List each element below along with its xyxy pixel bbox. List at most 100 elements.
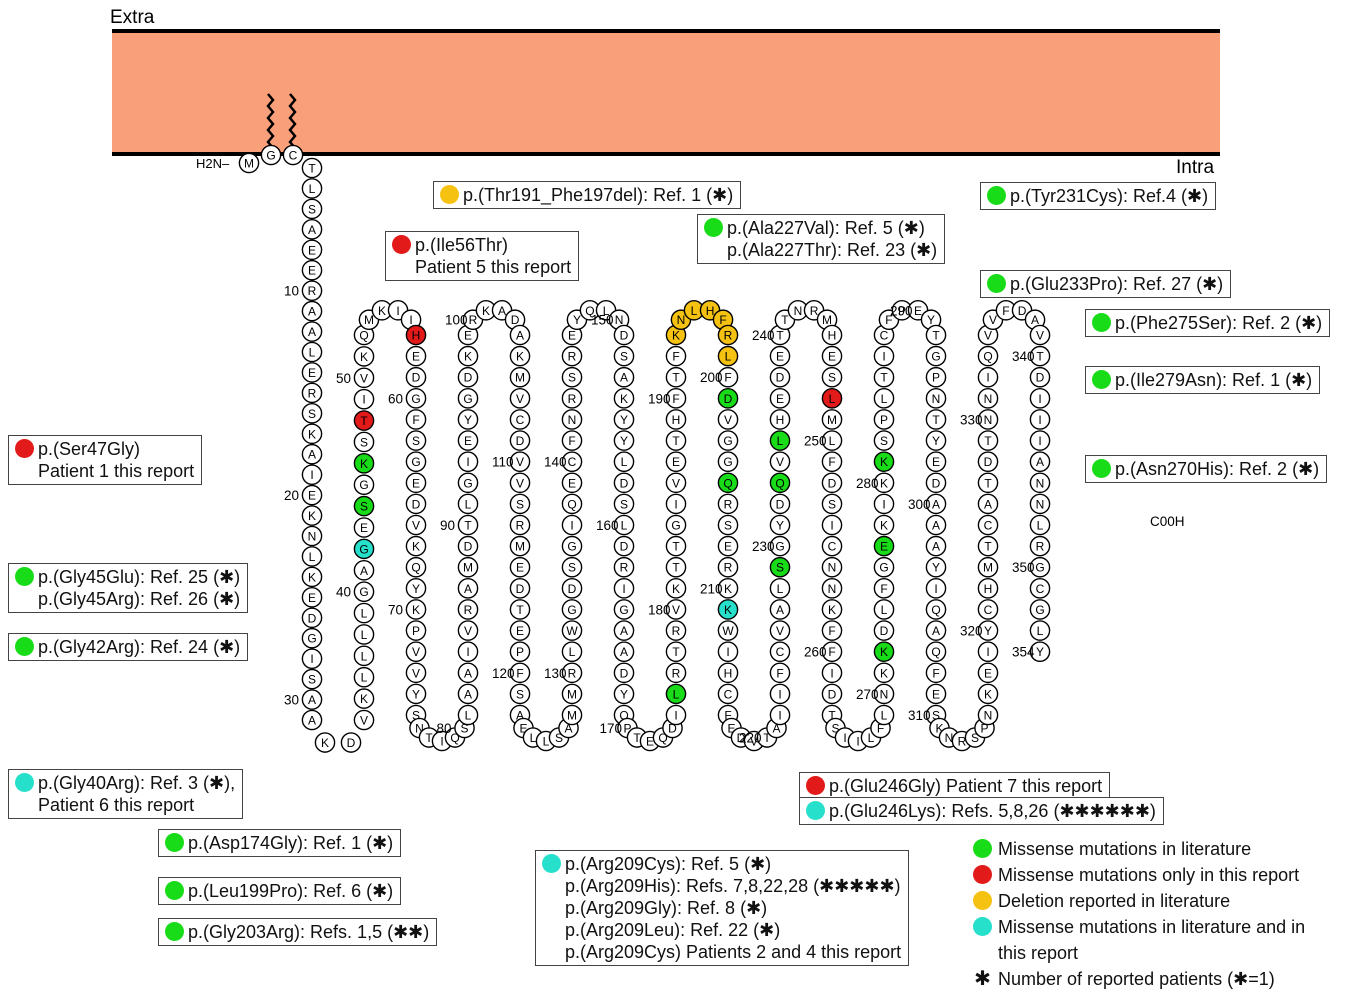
residue-letter: A bbox=[464, 582, 472, 596]
residue-60 bbox=[405, 388, 427, 409]
callout-line: p.(Gly203Arg): Refs. 1,5 (✱✱) bbox=[165, 921, 429, 943]
callout-line: p.(Ala227Val): Ref. 5 (✱) bbox=[704, 217, 937, 239]
residue-301 bbox=[925, 514, 947, 536]
callout-c2: p.(Ala227Val): Ref. 5 (✱)p.(Ala227Thr): … bbox=[697, 214, 946, 264]
residue-letter: A bbox=[932, 497, 940, 511]
residue-letter: R bbox=[672, 666, 681, 680]
residue-13 bbox=[301, 341, 323, 363]
residue-letter: W bbox=[566, 624, 578, 638]
position-label-220: 220 bbox=[739, 731, 762, 746]
residue-letter: L bbox=[881, 709, 888, 723]
residue-326 bbox=[977, 493, 999, 515]
residue-236 bbox=[769, 409, 791, 430]
position-label-330: 330 bbox=[960, 412, 983, 427]
green-dot-icon bbox=[987, 274, 1006, 293]
residue-33 bbox=[340, 732, 362, 753]
residue-346 bbox=[1029, 472, 1051, 494]
yellow-dot-icon bbox=[973, 891, 992, 910]
residue-204 bbox=[717, 451, 739, 472]
residue-184 bbox=[665, 514, 687, 536]
residue-letter: N bbox=[794, 304, 803, 318]
position-label-130: 130 bbox=[544, 666, 567, 681]
callout-text: p.(Ala227Thr): Ref. 23 (✱) bbox=[727, 240, 938, 260]
residue-letter: K bbox=[516, 350, 524, 364]
residue-letter: E bbox=[516, 624, 524, 638]
residue-letter: A bbox=[360, 564, 368, 578]
residue-letter: I bbox=[440, 735, 443, 749]
residue-letter: T bbox=[776, 329, 784, 343]
residue-137 bbox=[561, 514, 583, 536]
residue-letter: P bbox=[981, 722, 989, 736]
residue-161 bbox=[613, 535, 635, 557]
residue-98 bbox=[457, 345, 479, 367]
residue-27 bbox=[301, 627, 323, 649]
residue-letter: F bbox=[672, 350, 679, 364]
residue-letter: V bbox=[360, 371, 368, 385]
residue-letter: S bbox=[724, 519, 732, 533]
residue-letter: A bbox=[984, 497, 992, 511]
residue-347 bbox=[1029, 493, 1051, 515]
residue-164 bbox=[613, 599, 635, 620]
residue-letter: F bbox=[724, 709, 731, 723]
residue-85 bbox=[457, 620, 479, 641]
membrane-band bbox=[112, 31, 1220, 154]
residue-168 bbox=[613, 683, 635, 705]
callout-c10: p.(Gly45Glu): Ref. 25 (✱)p.(Gly45Arg): R… bbox=[8, 563, 249, 613]
residue-109 bbox=[509, 430, 531, 451]
residue-letter: A bbox=[620, 645, 628, 659]
red-dot-icon bbox=[806, 776, 825, 795]
residue-letter: Y bbox=[932, 561, 940, 575]
residue-letter: V bbox=[984, 329, 992, 343]
residue-letter: E bbox=[308, 489, 316, 503]
position-label-10: 10 bbox=[284, 284, 299, 299]
cyan-dot-icon bbox=[806, 801, 825, 820]
residue-152 bbox=[613, 345, 635, 367]
residue-66 bbox=[405, 514, 427, 536]
residue-letter: T bbox=[932, 413, 940, 427]
legend-label: Missense mutations in literature bbox=[998, 839, 1252, 859]
residue-228 bbox=[769, 578, 791, 599]
residue-letter: K bbox=[880, 519, 888, 533]
residue-277 bbox=[873, 535, 895, 557]
residue-17 bbox=[301, 423, 323, 445]
residue-276 bbox=[873, 556, 895, 578]
callout-line: p.(Arg209Leu): Ref. 22 (✱) bbox=[542, 919, 901, 941]
callout-c5: p.(Glu233Pro): Ref. 27 (✱) bbox=[980, 270, 1232, 298]
residue-322 bbox=[977, 578, 999, 599]
residue-206 bbox=[717, 493, 739, 515]
residue-84 bbox=[457, 641, 479, 662]
residue-letter: A bbox=[308, 714, 316, 728]
residue-letter: A bbox=[776, 603, 784, 617]
residue-269 bbox=[873, 704, 895, 726]
residue-letter: I bbox=[882, 350, 885, 364]
residue-97 bbox=[457, 366, 479, 388]
residue-68 bbox=[405, 556, 427, 578]
position-label-160: 160 bbox=[596, 518, 619, 533]
residue-156 bbox=[613, 430, 635, 451]
residue-letter: V bbox=[776, 455, 784, 469]
residue-letter: D bbox=[620, 476, 629, 490]
residue-187 bbox=[665, 451, 687, 472]
residue-letter: D bbox=[776, 497, 785, 511]
residue-letter: I bbox=[1038, 392, 1041, 406]
residue-324 bbox=[977, 535, 999, 557]
residue-letter: S bbox=[360, 435, 368, 449]
callout-line: p.(Asp174Gly): Ref. 1 (✱) bbox=[165, 832, 393, 854]
residue-letter: M bbox=[463, 561, 473, 575]
residue-letter: E bbox=[308, 591, 316, 605]
residue-letter: D bbox=[880, 624, 889, 638]
residue-letter: T bbox=[672, 434, 680, 448]
residue-323 bbox=[977, 556, 999, 578]
residue-94 bbox=[457, 430, 479, 451]
residue-letter: E bbox=[776, 392, 784, 406]
residue-letter: G bbox=[567, 540, 576, 554]
residue-318 bbox=[977, 662, 999, 684]
residue-12 bbox=[301, 321, 323, 342]
residue-letter: M bbox=[827, 413, 837, 427]
residue-letter: N bbox=[984, 392, 993, 406]
residue-3 bbox=[282, 144, 304, 166]
residue-69 bbox=[405, 578, 427, 599]
residue-letter: D bbox=[620, 666, 629, 680]
residue-letter: D bbox=[620, 540, 629, 554]
residue-letter: K bbox=[620, 392, 628, 406]
